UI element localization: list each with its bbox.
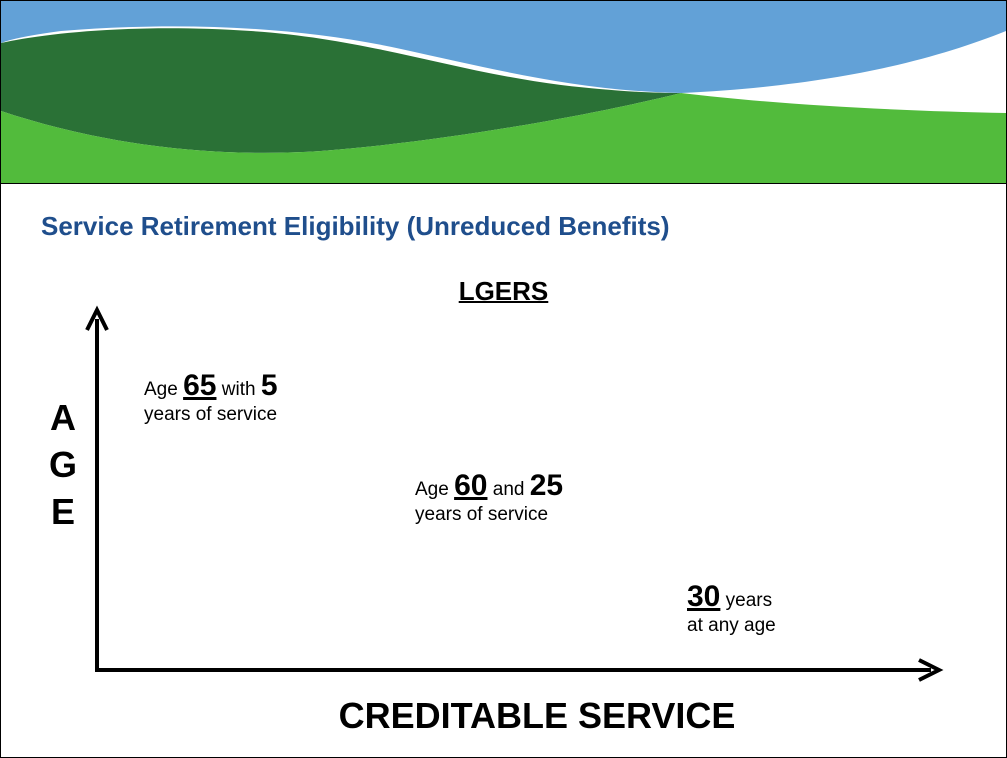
rule-years-number: 30 [687,580,721,613]
rule-years-number: 25 [529,469,564,502]
rule-age-65: Age 65 with 5 years of service [144,368,278,427]
rule-line: Age 65 with 5 [144,368,278,404]
rule-age-60: Age 60 and 25 years of service [415,468,563,527]
rule-suffix: at any age [687,615,776,636]
rule-years-word: years [725,590,773,611]
rule-prefix: Age [144,379,178,400]
rule-line: 30 years [687,579,776,615]
rule-age-number: 60 [454,469,488,502]
rule-suffix: years of service [144,404,278,425]
page-title: Service Retirement Eligibility (Unreduce… [41,211,670,241]
y-axis-letter: E [50,491,75,532]
banner-divider [1,183,1006,184]
rule-age-number: 65 [183,369,217,402]
rule-connector: and [492,479,525,500]
rule-connector: with [221,379,256,400]
rule-line: Age 60 and 25 [415,468,563,504]
y-axis-letter: G [48,444,77,485]
y-axis-arrowhead [85,305,109,331]
plan-name: LGERS [458,276,549,306]
banner-green-wave [1,93,1006,183]
plan-subtitle: LGERS [1,276,1006,307]
y-axis-label: A G E [35,394,91,535]
header-banner [1,1,1006,183]
rule-suffix: years of service [415,504,549,525]
y-axis-letter: A [50,397,76,438]
rule-prefix: Age [415,479,449,500]
banner-dark-green-wave [1,28,681,153]
rule-years-number: 5 [260,369,278,402]
banner-blue-wave [1,1,1006,93]
x-axis-arrowhead [918,658,944,682]
rule-30-years: 30 years at any age [687,579,776,638]
x-axis-label: CREDITABLE SERVICE [338,695,736,736]
